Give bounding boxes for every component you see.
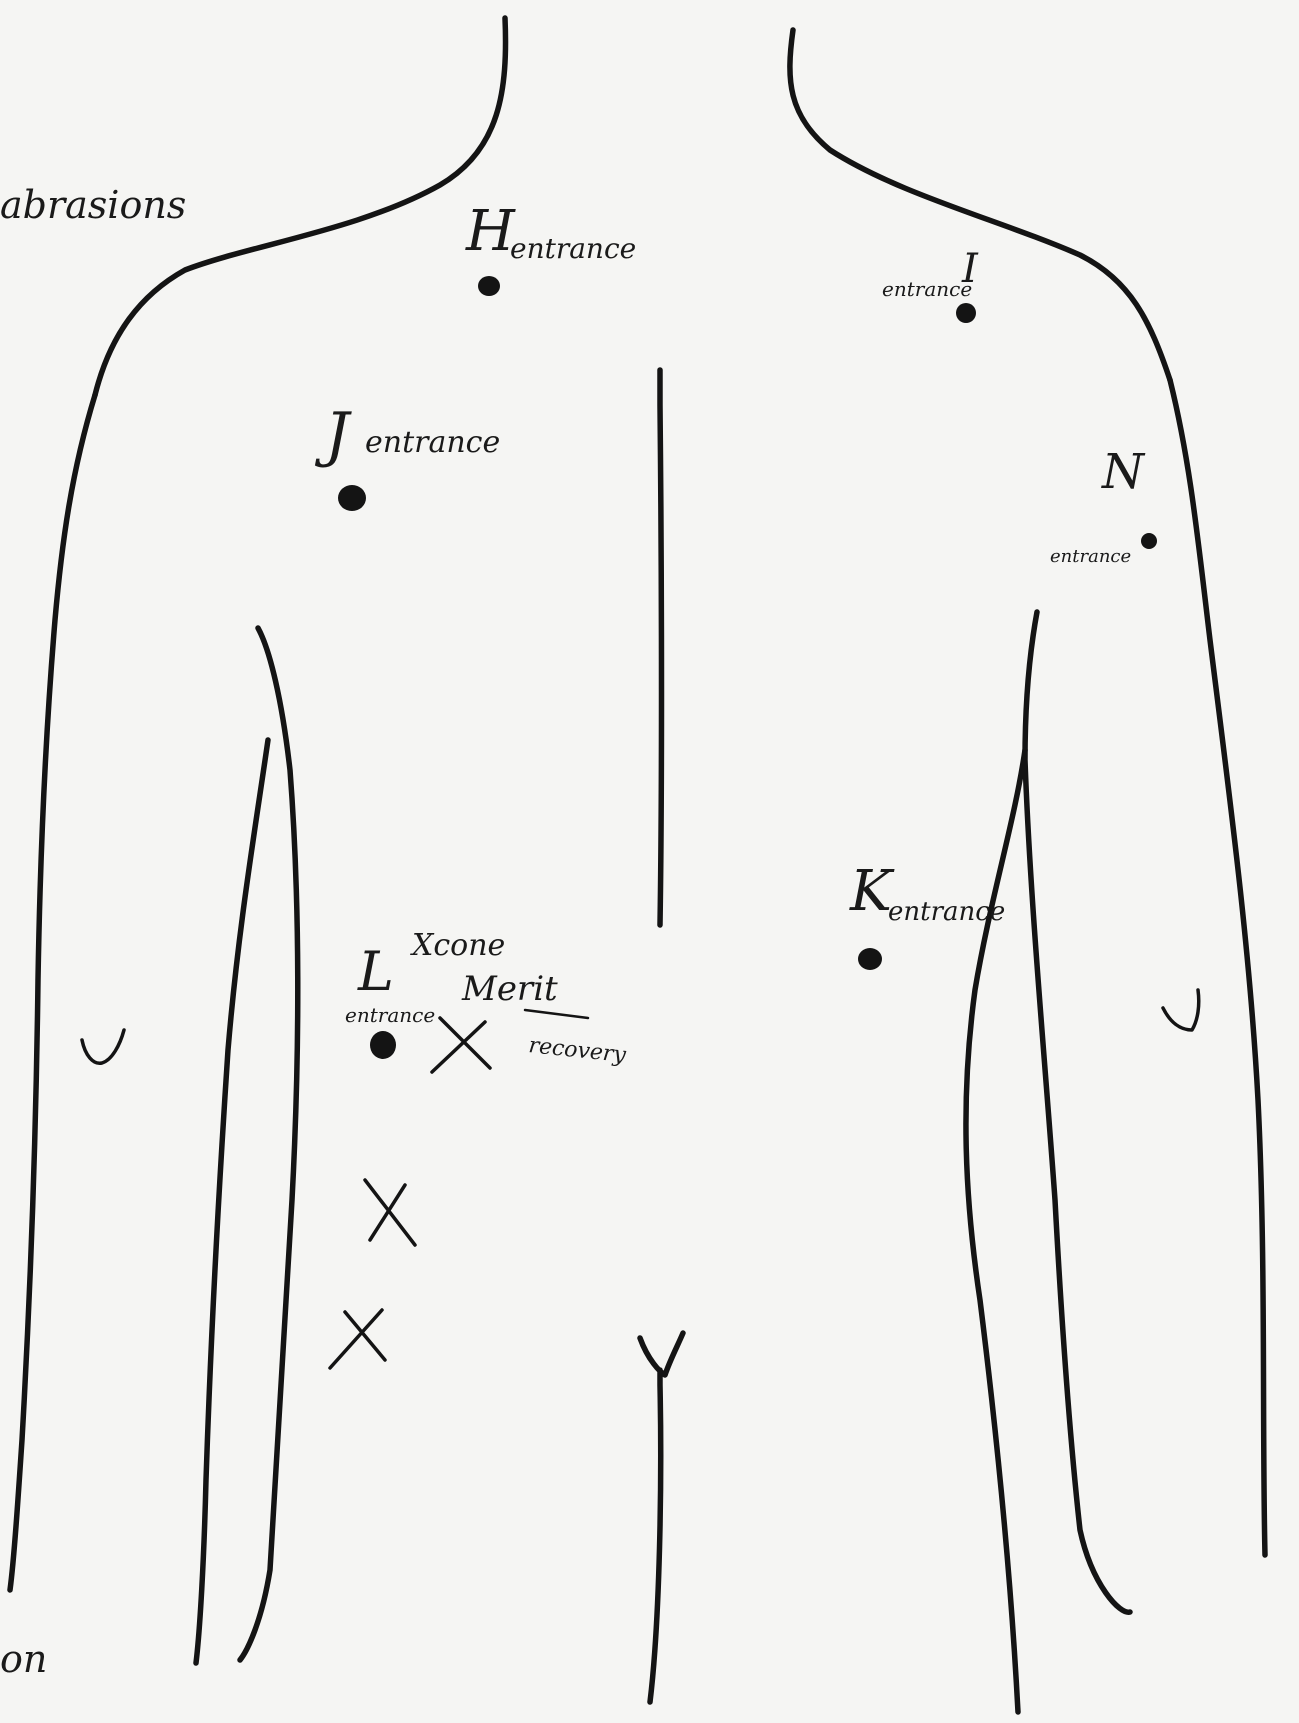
left-inner-arm-line [240,628,298,1660]
groin-line [640,1333,683,1702]
abrasions-note: abrasions [0,183,186,227]
wound-k-label: entrance [888,897,1005,927]
wound-k-dot [858,948,882,970]
xcone-annotation: Xcone [410,928,505,963]
x-mark-near-wound-l [432,1018,490,1072]
wound-j-dot [338,485,366,511]
wound-j-label: entrance [365,425,500,460]
left-torso-line [196,740,268,1663]
wound-l-letter: L [357,940,394,1003]
wound-n-dot [1141,533,1157,549]
wound-j-letter: J [314,400,352,470]
wound-n-label: entrance [1050,546,1131,567]
bottom-left-fragment: on [0,1637,47,1681]
x-mark-lowest [330,1310,385,1368]
right-arm-outer-line [1170,380,1265,1555]
handwritten-labels: abrasions H entrance I entrance J entran… [0,183,1146,1681]
right-arm-check-mark [1163,990,1199,1030]
merit-underline [525,1010,588,1018]
midline [660,370,662,925]
wound-n-letter: N [1101,444,1146,500]
check-marks [82,990,1199,1063]
x-mark-lower [365,1180,415,1245]
right-torso-line [966,750,1025,1712]
neck-right-line [790,30,1170,380]
left-arm-outer-line [10,395,95,1590]
wound-l-dot [370,1031,396,1059]
left-arm-check-mark [82,1030,124,1063]
wound-h-label: entrance [510,232,636,265]
x-marks [330,1018,490,1368]
wound-h-dot [478,276,500,296]
merit-annotation: Merit [461,969,558,1009]
wound-l-label: entrance [345,1003,435,1027]
body-outline [10,18,1265,1712]
recovery-annotation: recovery [527,1033,627,1068]
wound-i-dot [956,303,976,323]
right-inner-arm-line [1025,612,1130,1612]
wound-h-letter: H [465,199,516,264]
wound-i-label: entrance [882,277,972,301]
